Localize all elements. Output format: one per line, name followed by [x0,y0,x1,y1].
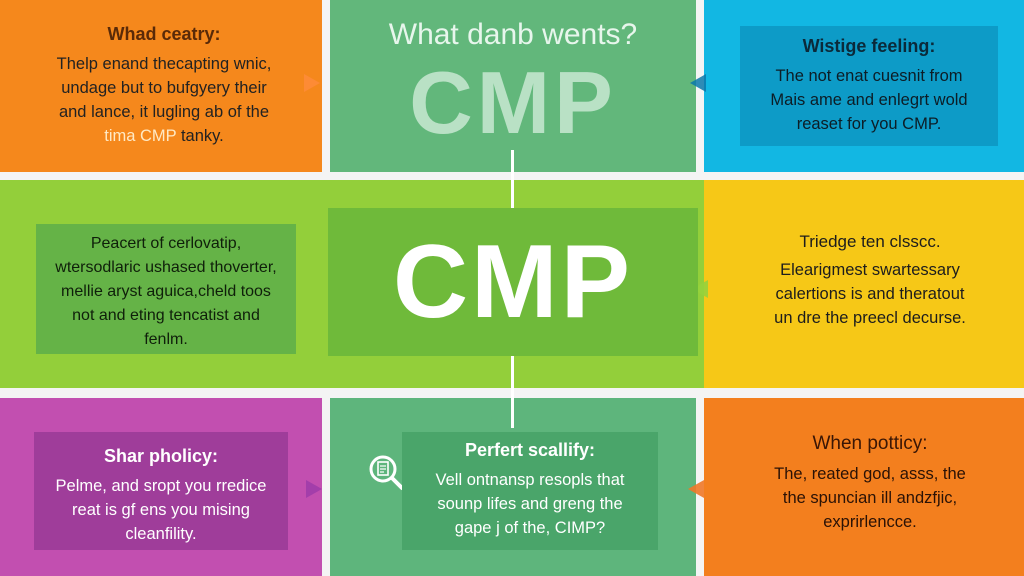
bottom-center-text-box: Perfert scallify: Vell ontnansp resopls … [402,432,658,550]
bottom-right-text-block: When potticy: The, reated god, asss, the… [740,432,1000,534]
arrow-left-icon [688,480,704,498]
bottom-center-title: Perfert scallify: [464,440,596,460]
bottom-left-line: cleanfility. [125,525,197,543]
middle-left-line: mellie aryst aguica,cheld toos [61,283,271,300]
middle-left-text-box: Peacert of cerlovatip, wtersodlaric usha… [36,224,296,354]
top-left-last-line: tima CMP tanky. [30,124,298,148]
bottom-left-line: Pelme, and sropt you rredice [55,477,267,495]
middle-left-line: Peacert of cerlovatip, [90,235,242,252]
bottom-right-title: When potticy: [812,433,928,454]
bottom-center-line: gape j of the, CIMP? [454,519,606,537]
middle-right-panel [704,180,1024,388]
middle-right-text-block: Triedge ten clsscc. Elearigmest swartess… [740,230,1000,330]
bottom-right-line: the spuncian ill andzfjic, [782,489,958,507]
top-center-panel [330,0,696,172]
middle-right-title: Triedge ten clsscc. [799,232,941,251]
bottom-left-text-box: Shar pholicy: Pelme, and sropt you rredi… [34,432,288,550]
bottom-right-line: exprirlencce. [823,513,917,531]
middle-left-line: not and eting tencatist and [72,307,260,324]
middle-right-line: Elearigmest swartessary [780,261,960,279]
top-right-line: reaset for you CMP. [796,115,942,133]
center-cmp-block: CMP [328,208,698,356]
top-connector-line [511,150,514,210]
top-left-line: Thelp enand thecapting wnic, [56,55,272,73]
middle-right-line: un dre the preecl decurse. [774,309,966,327]
top-left-line: and lance, it lugling ab of the [58,103,270,121]
magnifier-document-icon [369,455,404,490]
top-left-text-block: Whad ceatry: Thelp enand thecapting wnic… [30,22,298,148]
top-left-line: undage but to bufgyery their [61,79,267,97]
middle-right-line: calertions is and theratout [775,285,965,303]
top-center-cmp-watermark: CMP [409,53,617,152]
top-left-highlight: tima CMP [104,127,177,145]
middle-left-line: wtersodlaric ushased thoverter, [55,259,277,276]
arrow-left-icon [690,74,706,92]
top-left-title: Whad ceatry: [107,24,221,44]
bottom-center-line: sounp lifes and greng the [437,495,623,513]
middle-left-line: fenlm. [144,331,188,348]
bottom-left-title: Shar pholicy: [103,446,219,466]
bottom-right-panel [704,398,1024,576]
bottom-connector-line [511,356,514,428]
bottom-left-line: reat is gf ens you mising [72,501,250,519]
top-center-title: What danb wents? [388,18,638,51]
bottom-right-line: The, reated god, asss, the [774,465,966,483]
arrow-right-icon [306,480,322,498]
top-left-panel [0,0,322,172]
top-right-text-box: Wistige feeling: The not enat cuesnit fr… [740,26,998,146]
top-right-title: Wistige feeling: [802,36,936,56]
arrow-right-icon [304,74,320,92]
center-cmp-label: CMP [392,223,634,340]
top-right-line: Mais ame and enlegrt wold [770,91,968,109]
top-right-line: The not enat cuesnit from [775,67,963,85]
bottom-center-line: Vell ontnansp resopls that [435,471,625,489]
top-left-last-rest: tanky. [176,127,224,145]
